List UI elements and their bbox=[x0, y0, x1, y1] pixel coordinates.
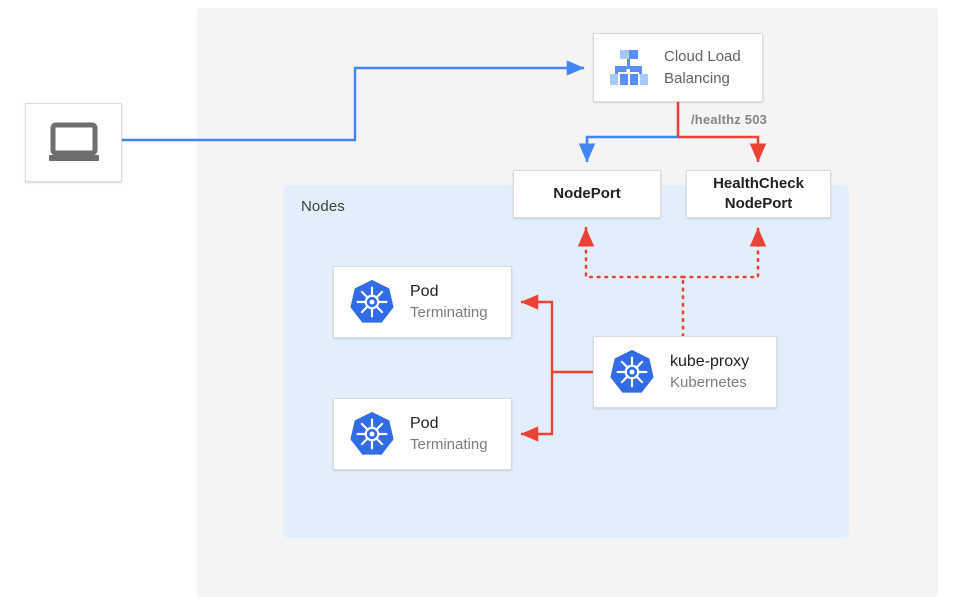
pod-node-2[interactable]: Pod Terminating bbox=[333, 398, 512, 470]
kubernetes-icon bbox=[348, 410, 396, 458]
healthcheck-label-line1: HealthCheck bbox=[713, 175, 804, 193]
client-node[interactable] bbox=[25, 103, 122, 182]
cloud-load-balancing-label: Cloud Load Balancing bbox=[664, 46, 741, 89]
healthcheck-nodeport-node[interactable]: HealthCheck NodePort bbox=[686, 170, 831, 218]
kube-proxy-node[interactable]: kube-proxy Kubernetes bbox=[593, 336, 777, 408]
pod-2-title: Pod bbox=[410, 414, 439, 432]
pod-node-1[interactable]: Pod Terminating bbox=[333, 266, 512, 338]
clb-label-line2: Balancing bbox=[664, 69, 730, 87]
pod-1-text: Pod Terminating bbox=[410, 282, 488, 322]
pod-1-subtitle: Terminating bbox=[410, 303, 488, 321]
healthz-edge-label: /healthz 503 bbox=[691, 112, 768, 127]
nodeport-node[interactable]: NodePort bbox=[513, 170, 661, 218]
kube-proxy-text: kube-proxy Kubernetes bbox=[670, 352, 749, 392]
nodes-region-label: Nodes bbox=[301, 198, 345, 215]
kubernetes-icon bbox=[348, 278, 396, 326]
healthcheck-nodeport-label: HealthCheck NodePort bbox=[713, 174, 804, 214]
cloud-load-balancing-node[interactable]: Cloud Load Balancing bbox=[593, 33, 763, 102]
pod-1-title: Pod bbox=[410, 282, 439, 300]
cloud-load-balancing-icon bbox=[606, 48, 650, 88]
pod-2-subtitle: Terminating bbox=[410, 435, 488, 453]
kube-proxy-title: kube-proxy bbox=[670, 352, 750, 370]
nodeport-label: NodePort bbox=[553, 185, 621, 203]
kubernetes-icon bbox=[608, 348, 656, 396]
laptop-icon bbox=[47, 122, 101, 164]
healthcheck-label-line2: NodePort bbox=[724, 195, 793, 212]
kube-proxy-subtitle: Kubernetes bbox=[670, 373, 747, 391]
clb-label-line1: Cloud Load bbox=[664, 48, 741, 66]
pod-2-text: Pod Terminating bbox=[410, 414, 488, 454]
